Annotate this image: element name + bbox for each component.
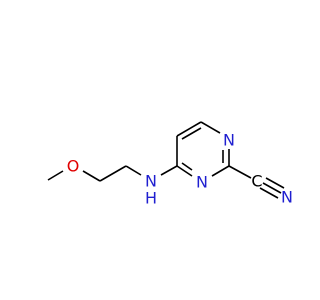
bond-c2-n3 xyxy=(211,165,230,177)
bond-cn-1 xyxy=(262,182,282,194)
bond-c5-c6-inner xyxy=(181,127,202,140)
atom-c-nitrile: C xyxy=(251,172,262,191)
atom-n-ring-bottom: N xyxy=(196,173,208,192)
atom-h-amine: H xyxy=(145,189,157,208)
bond-o-ch3 xyxy=(47,170,64,181)
bond-c4-namine xyxy=(160,165,178,176)
bonds xyxy=(47,121,285,199)
bond-cn-2 xyxy=(265,177,285,189)
bond-n3-c4 xyxy=(176,165,193,177)
molecule-diagram: N N N H C N O xyxy=(47,121,293,208)
bond-ch2a-ch2b xyxy=(99,165,127,182)
bond-cn-3 xyxy=(259,187,279,199)
bond-n3-c4-inner xyxy=(181,162,193,171)
atom-labels: N N N H C N O xyxy=(67,131,293,208)
atom-n-amine: N xyxy=(145,172,157,191)
atom-n-ring-top: N xyxy=(223,131,235,150)
bond-ch2b-o xyxy=(82,170,101,182)
bond-c6-n1 xyxy=(200,121,221,134)
bond-c2-cnitrile xyxy=(228,165,252,179)
bond-c5-c6 xyxy=(176,121,202,137)
bond-namine-ch2a xyxy=(125,165,142,176)
atom-o-ether: O xyxy=(67,157,80,176)
atom-n-nitrile: N xyxy=(281,188,293,207)
